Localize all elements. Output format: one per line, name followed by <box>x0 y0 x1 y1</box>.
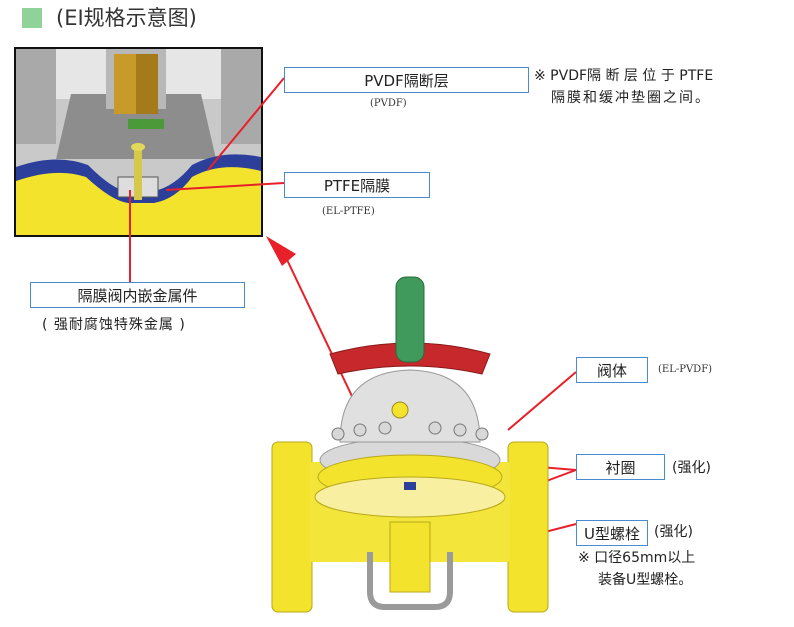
page-title: (EI规格示意图) <box>56 6 197 30</box>
pvdf-note-line-2: 隔膜和缓冲垫圈之间。 <box>551 90 711 106</box>
pvdf-note-line-1: ※ PVDF隔 断 层 位 于 PTFE <box>534 68 714 84</box>
valve-illustration <box>271 276 549 613</box>
ptfe-diaphragm-code: (EL-PTFE) <box>322 206 375 217</box>
liner-label: 衬圈 <box>576 454 665 480</box>
cross-section-inset <box>14 47 263 237</box>
ptfe-diaphragm-label: PTFE隔膜 <box>284 172 430 198</box>
insert-metal-title: 隔膜阀内嵌金属件 <box>77 286 198 305</box>
u-bolt-note: (强化) <box>654 524 693 540</box>
pvdf-layer-label: PVDF隔断层 <box>284 67 529 93</box>
insert-metal-label: 隔膜阀内嵌金属件 <box>30 282 245 308</box>
u-bolt-title: U型螺栓 <box>584 524 640 543</box>
ptfe-diaphragm-title: PTFE隔膜 <box>323 176 391 195</box>
insert-metal-sub: ( 强耐腐蚀特殊金属 ) <box>42 317 186 333</box>
liner-note: (强化) <box>672 460 711 476</box>
cross-section-drawing <box>16 49 261 235</box>
u-bolt-note-line-1: ※ 口径65mm以上 <box>578 550 696 566</box>
valve-body-label: 阀体 <box>576 357 648 383</box>
header-square-icon <box>22 8 42 28</box>
valve-body-code: (EL-PVDF) <box>658 364 713 375</box>
u-bolt-note-line-2: 装备U型螺栓。 <box>598 572 693 588</box>
pvdf-layer-code: (PVDF) <box>370 98 407 109</box>
pvdf-layer-title: PVDF隔断层 <box>364 71 449 90</box>
liner-title: 衬圈 <box>605 458 636 477</box>
valve-body-title: 阀体 <box>596 361 627 380</box>
u-bolt-label: U型螺栓 <box>576 520 648 546</box>
